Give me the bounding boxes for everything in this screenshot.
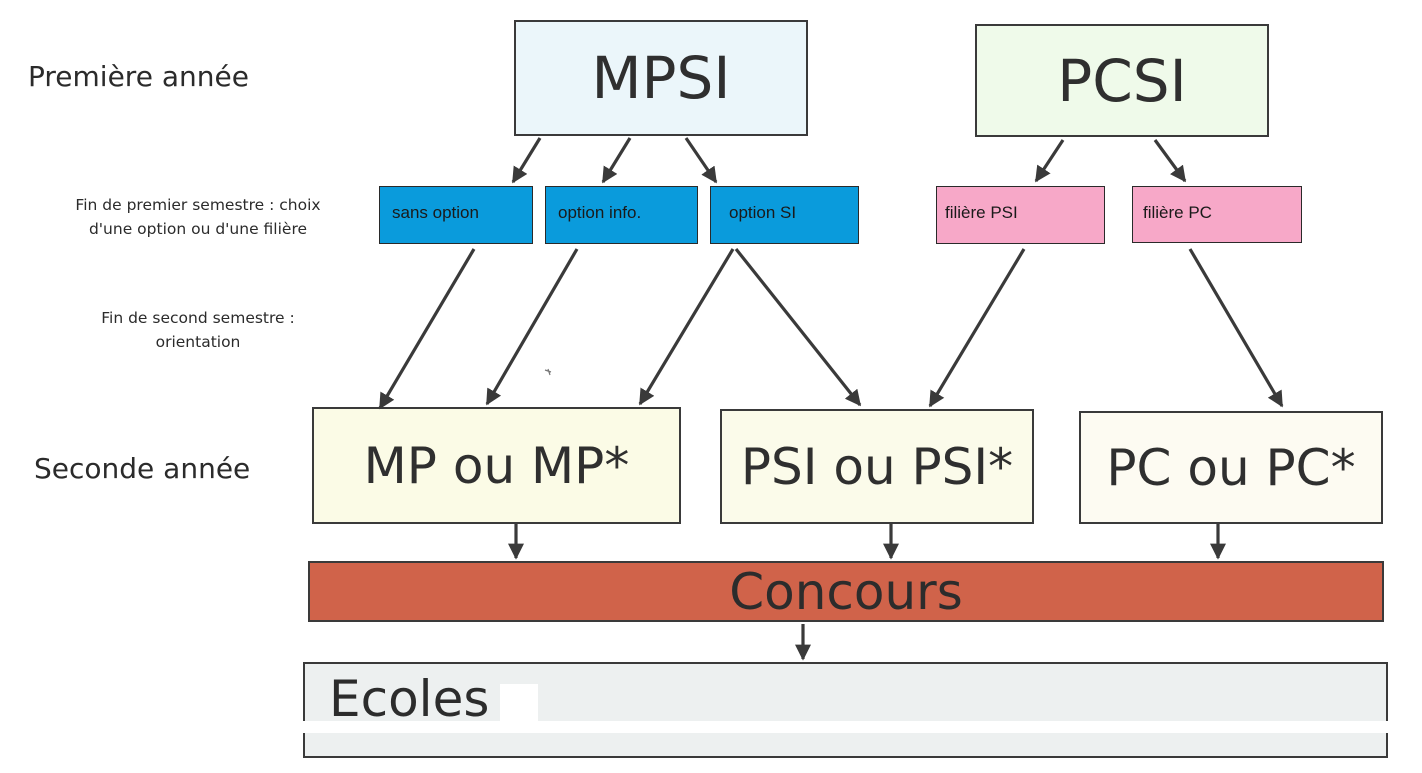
filiere-box-psi: filière PSI [936, 186, 1105, 244]
arrow-option-info-to-mp [485, 248, 579, 406]
arrow-mpsi-to-sans-option [511, 137, 542, 184]
option-box-option-si: option SI [710, 186, 859, 244]
option-box-option-info: option info. [545, 186, 698, 244]
label-seconde-annee: Seconde année [34, 452, 251, 485]
option-box-sans-option: sans option [379, 186, 533, 244]
arrow-pcsi-to-filiere-psi [1034, 139, 1065, 183]
ecoles-white-stripe [302, 721, 1389, 733]
label-premiere-annee: Première année [28, 60, 249, 93]
label-fin-second-semestre: Fin de second semestre : orientation [101, 309, 295, 351]
ecoles-label: Ecoles [329, 670, 490, 728]
arrow-option-si-to-mp [638, 248, 735, 406]
concours-bar: Concours [308, 561, 1384, 622]
arrow-sans-option-to-mp [378, 248, 476, 410]
psi-box: PSI ou PSI* [720, 409, 1034, 524]
speck-mark [544, 368, 552, 376]
label-fin-premier-semestre: Fin de premier semestre : choix d'une op… [75, 196, 321, 238]
arrow-mpsi-to-option-si [684, 137, 718, 184]
mp-box: MP ou MP* [312, 407, 681, 524]
pc-box: PC ou PC* [1079, 411, 1383, 524]
pcsi-box: PCSI [975, 24, 1269, 137]
arrow-filiere-psi-to-psi [928, 248, 1026, 408]
mpsi-box: MPSI [514, 20, 808, 136]
arrow-mpsi-to-option-info [601, 137, 632, 184]
arrow-pcsi-to-filiere-pc [1153, 139, 1187, 183]
arrow-filiere-pc-to-pc [1188, 248, 1284, 408]
ecoles-bar: Ecoles [302, 662, 1389, 758]
arrow-option-si-to-psi [734, 248, 862, 407]
ecoles-white-patch [500, 684, 538, 724]
filiere-box-pc: filière PC [1132, 186, 1302, 243]
